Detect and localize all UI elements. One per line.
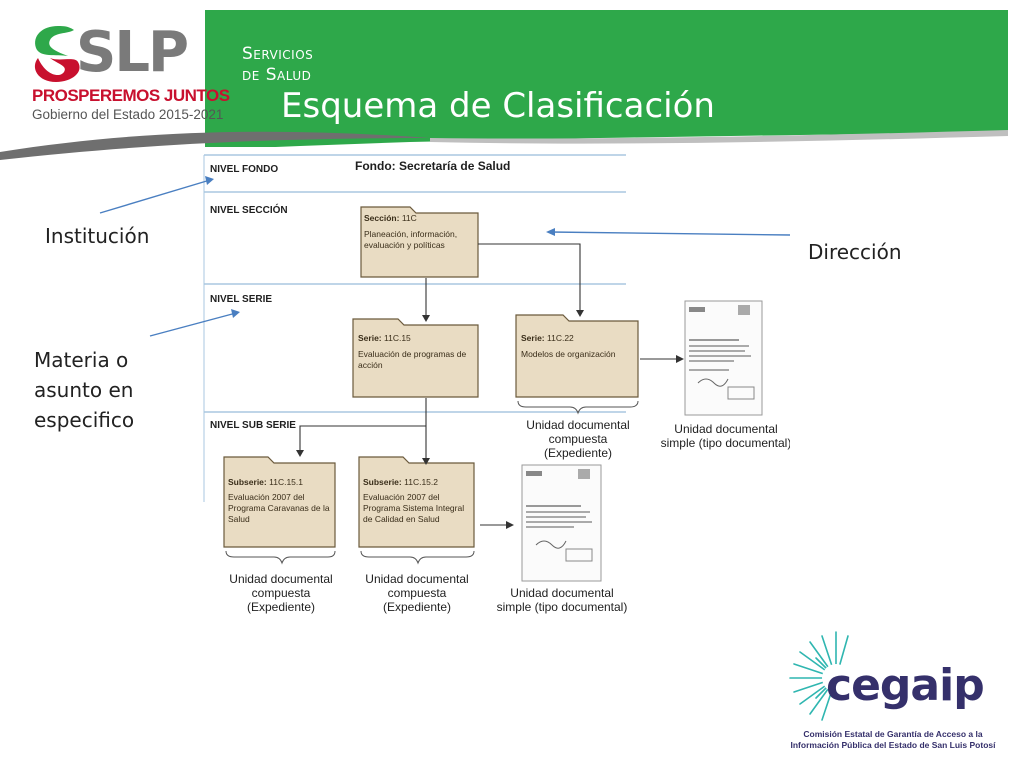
- subserie-2-text: Subserie: 11C.15.2 Evaluación 2007 del P…: [363, 477, 465, 524]
- caption-compuesta-subserie-2: Unidad documental compuesta (Expediente): [365, 572, 469, 614]
- folder-serie-1: [352, 318, 479, 398]
- cegaip-word: cegaip: [826, 660, 985, 711]
- diagram-structure: [203, 154, 763, 582]
- slp-emblem-icon: [34, 26, 80, 82]
- classification-diagram: Fondo: Secretaría de Salud NIVEL FONDO N…: [198, 147, 791, 637]
- serie-1-text: Serie: 11C.15 Evaluación de programas de…: [358, 333, 467, 370]
- caption-compuesta-serie: Unidad documental compuesta (Expediente): [526, 418, 630, 460]
- caption-simple-subserie: Unidad documental simple (tipo documenta…: [496, 586, 628, 614]
- fondo-title: Fondo: Secretaría de Salud: [355, 159, 511, 173]
- caption-compuesta-subserie-1: Unidad documental compuesta (Expediente): [229, 572, 333, 614]
- label-materia-line-3: especifico: [34, 408, 135, 432]
- level-seccion: NIVEL SECCIÓN: [210, 205, 288, 216]
- document-thumbnail-1: [684, 300, 763, 416]
- cegaip-logo: cegaip Comisión Estatal de Garantía de A…: [786, 628, 996, 758]
- agency-name: Servicios de Salud: [242, 44, 313, 86]
- folder-subserie-1: [223, 456, 336, 548]
- folder-seccion: [360, 206, 479, 278]
- slogan: PROSPEREMOS JUNTOS: [32, 86, 230, 105]
- diagram-right-panel: [790, 147, 995, 637]
- caption-simple-serie: Unidad documental simple (tipo documenta…: [660, 422, 792, 450]
- label-materia-line-1: Materia o: [34, 348, 129, 372]
- agency-line-1: Servicios: [242, 44, 314, 64]
- header-background: [0, 10, 1008, 160]
- label-institucion: Institución: [45, 224, 150, 248]
- folder-serie-2: [515, 314, 639, 398]
- cegaip-line-1: Comisión Estatal de Garantía de Acceso a…: [803, 729, 983, 739]
- folder-subserie-2: [358, 456, 475, 548]
- cegaip-subtitle: Comisión Estatal de Garantía de Acceso a…: [790, 729, 996, 751]
- connector-arrows: [299, 243, 678, 526]
- agency-line-2: de Salud: [242, 65, 312, 85]
- cegaip-line-2: Información Pública del Estado de San Lu…: [790, 740, 996, 750]
- subserie-1-text: Subserie: 11C.15.1 Evaluación 2007 del P…: [228, 477, 330, 524]
- level-serie: NIVEL SERIE: [210, 294, 273, 305]
- government-label: Gobierno del Estado 2015-2021: [32, 107, 224, 122]
- cegaip-burst-icon: [789, 631, 850, 721]
- serie-2-text: Serie: 11C.22 Modelos de organización: [521, 333, 616, 359]
- slp-logo: SLP PROSPEREMOS JUNTOS Gobierno del Esta…: [28, 20, 230, 130]
- level-fondo: NIVEL FONDO: [210, 164, 279, 175]
- seccion-text: Sección: 11C Planeación, información, ev…: [364, 213, 458, 250]
- level-subserie: NIVEL SUB SERIE: [210, 420, 296, 431]
- arrowheads: [296, 310, 684, 529]
- logo-word: SLP: [76, 20, 189, 85]
- label-materia: Materia o asunto en especifico: [34, 345, 134, 435]
- label-materia-line-2: asunto en: [34, 378, 134, 402]
- label-direccion: Dirección: [808, 240, 902, 264]
- slide-header: SLP PROSPEREMOS JUNTOS Gobierno del Esta…: [0, 0, 1024, 160]
- document-thumbnail-2: [521, 464, 602, 582]
- page-title: Esquema de Clasificación: [281, 86, 715, 126]
